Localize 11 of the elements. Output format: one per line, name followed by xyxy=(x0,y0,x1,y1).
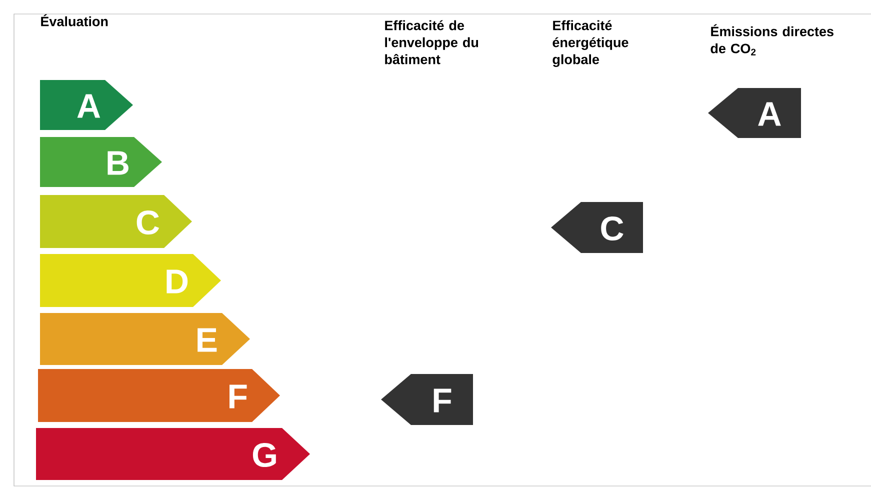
column-heading: Efficacité énergétique globale xyxy=(552,20,628,67)
energy-class-band: A xyxy=(40,80,133,130)
energy-class-band: D xyxy=(40,254,221,307)
column-heading: Efficacité de l'enveloppe du bâtiment xyxy=(385,20,478,64)
column-heading: Évaluation xyxy=(41,14,108,26)
column-heading: Émissions directes de CO$_{2}$ xyxy=(710,24,834,56)
energy-class-band: B xyxy=(40,137,162,187)
energy-class-band: F xyxy=(38,369,280,422)
energy-class-band: G xyxy=(36,428,310,480)
energy-class-band: E xyxy=(40,313,250,365)
energy-class-band: C xyxy=(40,195,192,248)
